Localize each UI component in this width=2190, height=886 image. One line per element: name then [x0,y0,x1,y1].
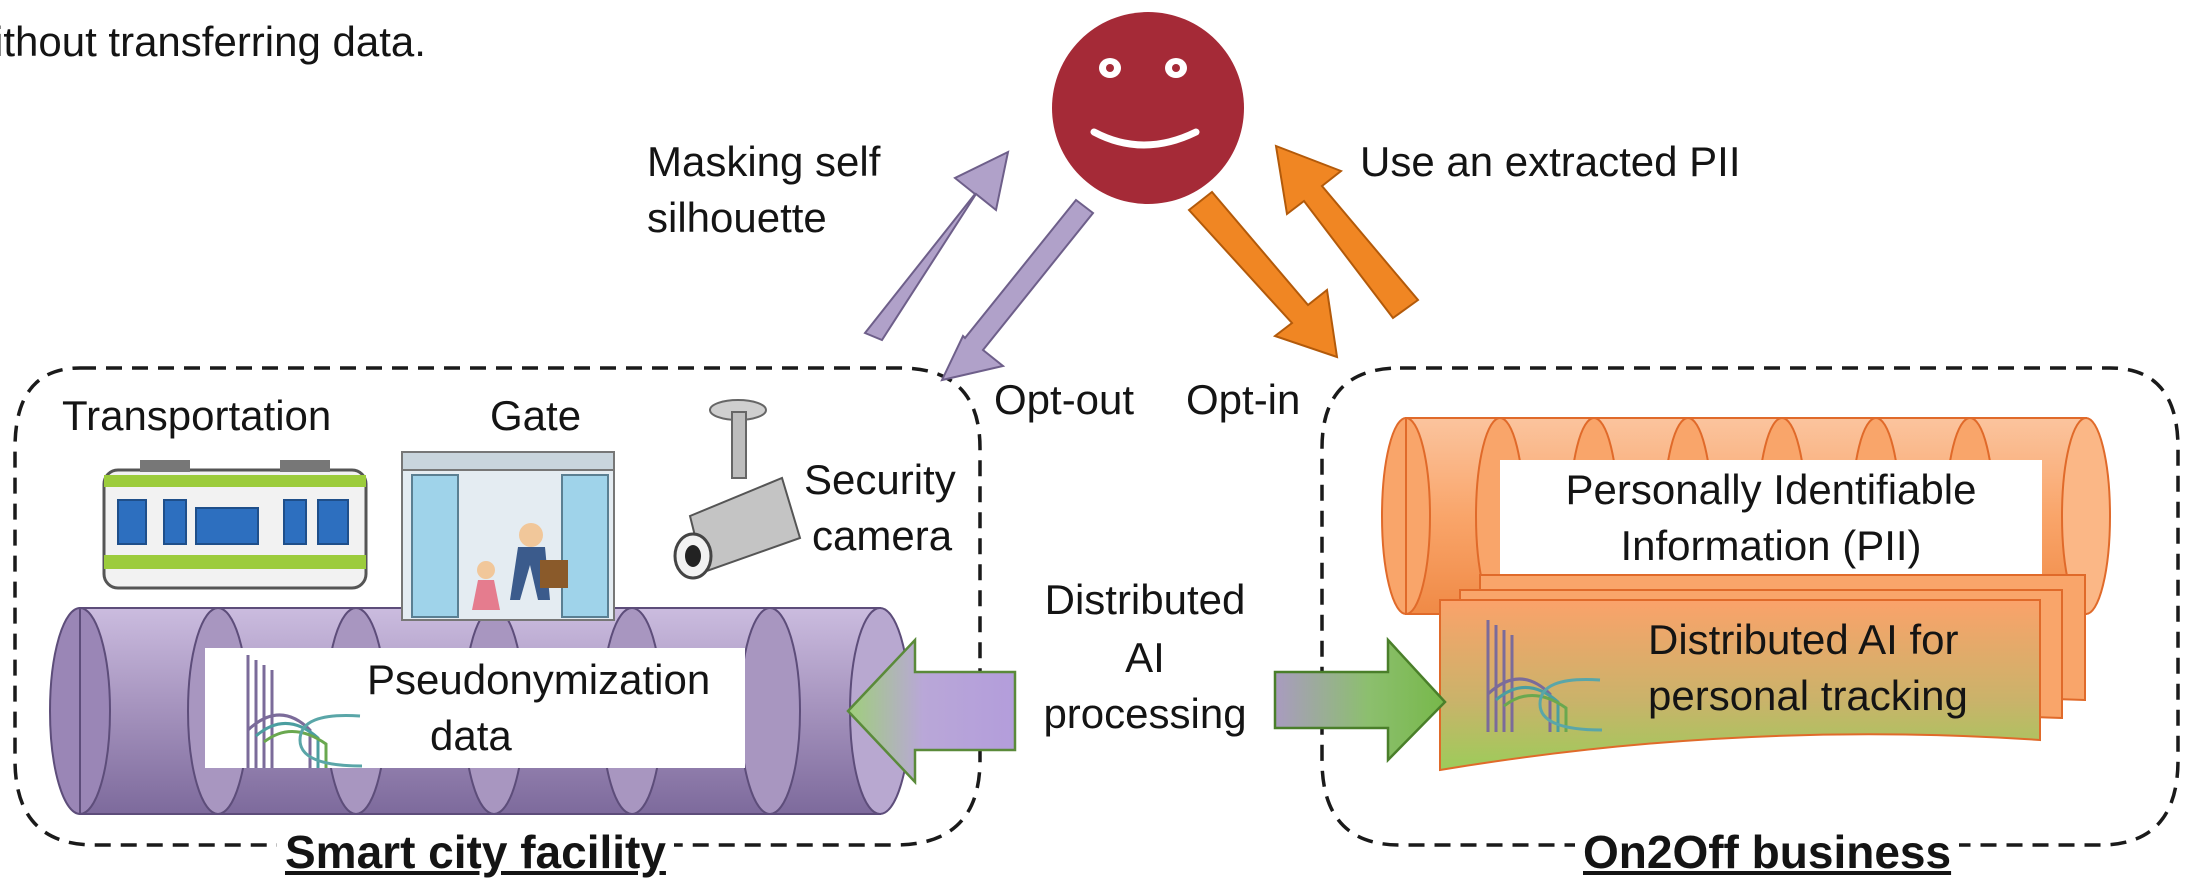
top-caption: ithout transferring data. [0,18,426,65]
smiley-face-icon [1052,12,1244,204]
gate-icon [401,451,615,621]
security-camera-icon [673,399,802,580]
masking-label-line2: silhouette [647,194,827,241]
hc-logo-icon-right [1486,620,1603,732]
pii-label-line1: Personally Identifiable [1565,466,1977,513]
train-icon [102,460,368,590]
use-pii-up-arrow [1274,144,1420,320]
pseudonymization-label-line2: data [430,712,512,759]
on2off-title: On2Off business [1575,824,1960,880]
distributed-right-arrow [1273,636,1447,764]
opt-in-label: Opt-in [1186,376,1301,423]
gate-label: Gate [490,392,582,439]
ai-label-line2: personal tracking [1648,672,1968,719]
transportation-label: Transportation [62,392,332,439]
distributed-label-line2: AI [1125,634,1165,681]
smart-city-title: Smart city facility [277,824,674,880]
camera-label-line1: Security [804,456,956,503]
distributed-label-line1: Distributed [1044,576,1246,623]
pseudonymization-label-line1: Pseudonymization [367,656,711,703]
camera-label-line2: camera [812,512,953,559]
opt-out-down-arrow [940,198,1095,382]
masking-label-line1: Masking self [647,138,881,185]
pseudonymization-box [205,648,745,768]
document-stack-icon [1439,574,2086,772]
hc-logo-icon [246,655,363,768]
masking-up-arrow [863,150,1010,342]
use-pii-label: Use an extracted PII [1360,138,1741,185]
pii-label-box [1500,460,2042,575]
ai-label-line1: Distributed AI for [1648,616,1959,663]
opt-in-down-arrow [1187,190,1339,359]
opt-out-label: Opt-out [994,376,1135,423]
distributed-left-arrow [846,636,1017,786]
pii-label-line2: Information (PII) [1620,522,1922,569]
on2off-boundary [1320,366,2180,847]
distributed-label-line3: processing [1043,690,1247,737]
